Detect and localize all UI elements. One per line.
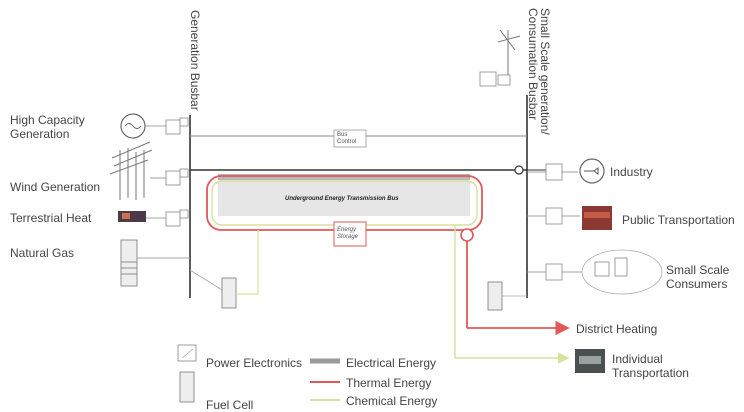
heat-exchanger-node bbox=[461, 229, 473, 241]
label-public-transportation: Public Transportation bbox=[622, 213, 735, 227]
label-generation-busbar: Generation Busbar bbox=[188, 10, 201, 111]
label-district-heating: District Heating bbox=[576, 322, 657, 336]
label-high-capacity-1: High Capacity bbox=[10, 113, 85, 127]
label-natural-gas: Natural Gas bbox=[10, 246, 74, 260]
label-individual-1: Individual bbox=[612, 352, 663, 366]
label-wind-generation: Wind Generation bbox=[10, 180, 100, 194]
legend-electrical-label: Electrical Energy bbox=[346, 356, 436, 370]
gas-tank-icon bbox=[121, 240, 137, 286]
power-electronics-left bbox=[166, 118, 188, 226]
legend-chemical-label: Chemical Energy bbox=[346, 394, 437, 408]
power-electronics-right bbox=[546, 164, 562, 280]
label-terrestrial-heat: Terrestrial Heat bbox=[10, 211, 91, 225]
label-bus-control-2: Control bbox=[337, 139, 356, 146]
label-bus-control-1: Bus bbox=[337, 132, 347, 139]
motor-icon bbox=[580, 159, 604, 183]
label-industry: Industry bbox=[610, 165, 653, 179]
small-consumers-icon bbox=[582, 250, 662, 294]
legend-power-electronics-label: Power Electronics bbox=[206, 356, 302, 370]
small-wind-icon bbox=[498, 30, 520, 80]
legend-power-electronics-icon bbox=[178, 345, 196, 361]
label-small-scale-2: Consumers bbox=[666, 277, 727, 291]
fuel-cell-right bbox=[488, 282, 502, 310]
label-small-scale-1: Small Scale bbox=[666, 263, 729, 277]
legend-fuel-cell-icon bbox=[180, 372, 194, 402]
label-underground-bus: Underground Energy Transmission Bus bbox=[285, 192, 399, 206]
turbine-icon bbox=[121, 114, 145, 138]
junction-node bbox=[515, 166, 523, 174]
label-consumption-busbar-2: Consumation Busbar bbox=[526, 8, 539, 120]
label-energy-storage-2: Storage bbox=[337, 234, 358, 241]
wind-turbine-icon bbox=[110, 142, 152, 200]
label-high-capacity-2: Generation bbox=[10, 127, 69, 141]
small-generator-icon bbox=[480, 72, 510, 86]
label-energy-storage-1: Energy bbox=[337, 227, 356, 234]
fuel-cell-left bbox=[222, 278, 236, 308]
legend-fuel-cell-label: Fuel Cell bbox=[206, 398, 253, 412]
legend-thermal-label: Thermal Energy bbox=[346, 376, 431, 390]
label-individual-2: Transportation bbox=[612, 366, 689, 380]
